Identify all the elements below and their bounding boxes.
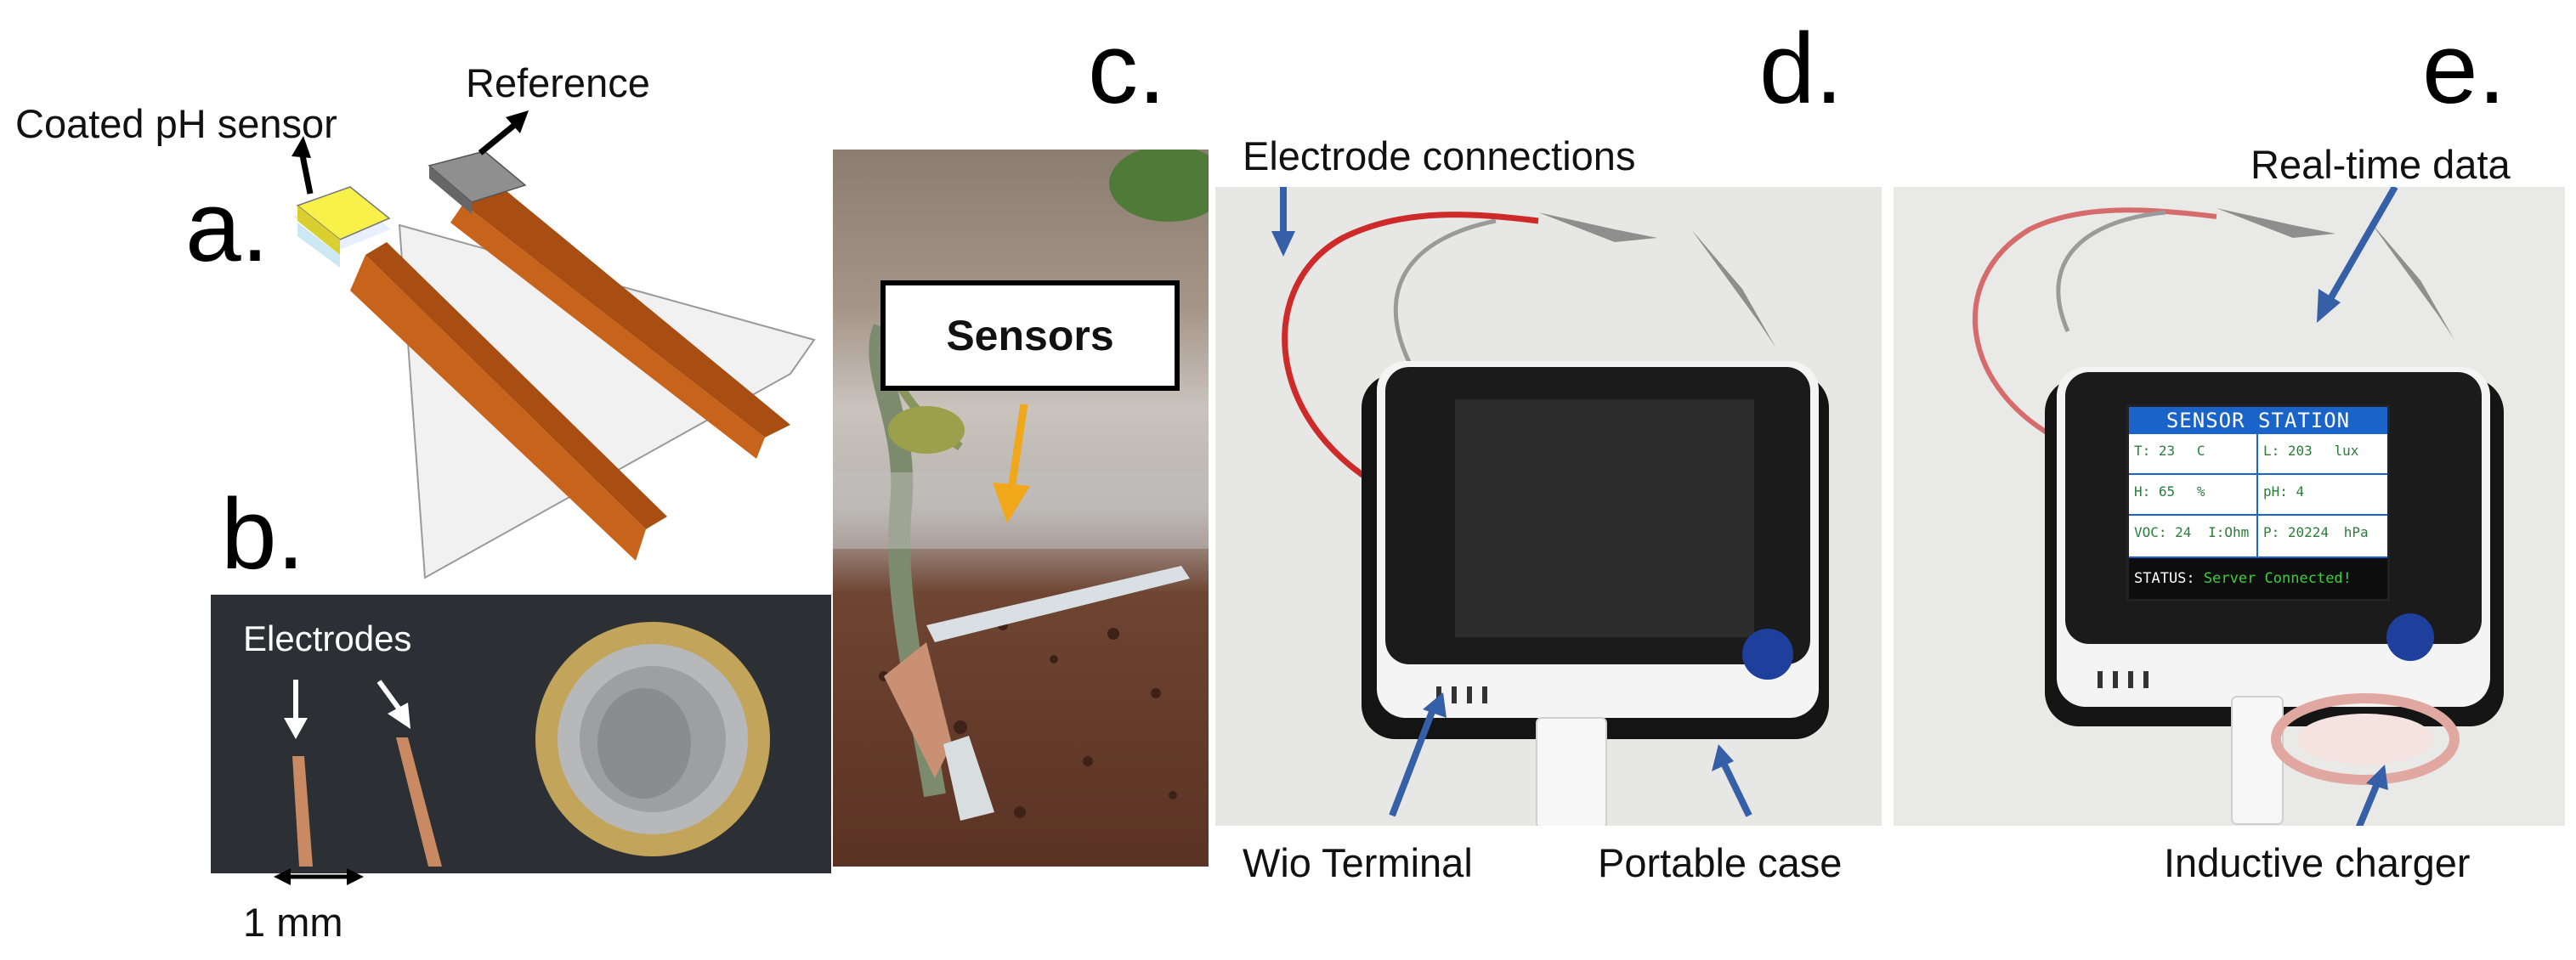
screen-cell: T: 23 C bbox=[2129, 434, 2258, 475]
cell-key: L: bbox=[2263, 443, 2280, 459]
panel-letter-d: d. bbox=[1759, 13, 1843, 125]
cell-value: 4 bbox=[2296, 483, 2305, 500]
panel-letter-c: c. bbox=[1088, 13, 1166, 125]
reference-strip bbox=[427, 150, 790, 459]
screen-cell: L: 203 lux bbox=[2258, 434, 2387, 475]
device-screen: SENSOR STATION T: 23 C L: 203 lux H: 65 … bbox=[2126, 404, 2390, 601]
cell-key: P: bbox=[2263, 524, 2280, 540]
cell-key: H: bbox=[2134, 483, 2151, 500]
status-label: STATUS: bbox=[2134, 570, 2195, 587]
electrodes-photo bbox=[211, 595, 831, 873]
inductive-charger-label: Inductive charger bbox=[2164, 840, 2471, 885]
screen-cell: H: 65 % bbox=[2129, 475, 2258, 516]
screen-grid: T: 23 C L: 203 lux H: 65 % pH: 4 VOC: 24… bbox=[2129, 434, 2387, 558]
panel-letter-b: b. bbox=[221, 478, 305, 590]
coated-sensor-label: Coated pH sensor bbox=[15, 101, 337, 146]
cell-key: T: bbox=[2134, 443, 2151, 459]
cell-key: pH: bbox=[2263, 483, 2288, 500]
plant-photo bbox=[833, 150, 1209, 867]
screen-cell: pH: 4 bbox=[2258, 475, 2387, 516]
panel-letter-a: a. bbox=[185, 171, 269, 283]
electrode-connections-label: Electrode connections bbox=[1243, 133, 1636, 178]
sensors-label: Sensors bbox=[946, 312, 1114, 359]
portable-case-label: Portable case bbox=[1598, 840, 1843, 885]
realtime-data-label: Real-time data bbox=[2250, 142, 2511, 187]
cell-unit: I:Ohm bbox=[2208, 524, 2250, 540]
scale-bar bbox=[274, 868, 364, 885]
cell-unit: % bbox=[2196, 483, 2205, 500]
electrode-left bbox=[292, 756, 313, 867]
screen-cell: P: 20224 hPa bbox=[2258, 516, 2387, 556]
substrate bbox=[398, 223, 816, 579]
cell-value: 24 bbox=[2175, 524, 2192, 540]
cell-value: 23 bbox=[2158, 443, 2176, 459]
cell-unit: hPa bbox=[2343, 524, 2369, 540]
wio-terminal-photo bbox=[1215, 187, 1882, 826]
status-value: Server Connected! bbox=[2203, 570, 2352, 587]
coated-sensor-strip bbox=[293, 186, 667, 561]
electrode-right bbox=[396, 737, 442, 867]
cell-key: VOC: bbox=[2134, 524, 2167, 540]
wio-terminal-label: Wio Terminal bbox=[1243, 840, 1473, 885]
cell-value: 203 bbox=[2287, 443, 2313, 459]
cell-unit: C bbox=[2196, 443, 2205, 459]
scale-label: 1 mm bbox=[243, 900, 343, 945]
cell-value: 65 bbox=[2158, 483, 2176, 500]
screen-status: STATUS: Server Connected! bbox=[2129, 558, 2387, 599]
cell-unit: lux bbox=[2334, 443, 2359, 459]
screen-cell: VOC: 24 I:Ohm bbox=[2129, 516, 2258, 556]
reference-label: Reference bbox=[466, 60, 650, 105]
sensor-diagram bbox=[292, 110, 816, 579]
screen-title: SENSOR STATION bbox=[2129, 407, 2387, 434]
cell-value: 20224 bbox=[2287, 524, 2330, 540]
sensors-callout: Sensors bbox=[880, 280, 1180, 391]
panel-letter-e: e. bbox=[2422, 13, 2506, 125]
panel-a bbox=[0, 0, 833, 595]
electrodes-label: Electrodes bbox=[243, 618, 412, 658]
